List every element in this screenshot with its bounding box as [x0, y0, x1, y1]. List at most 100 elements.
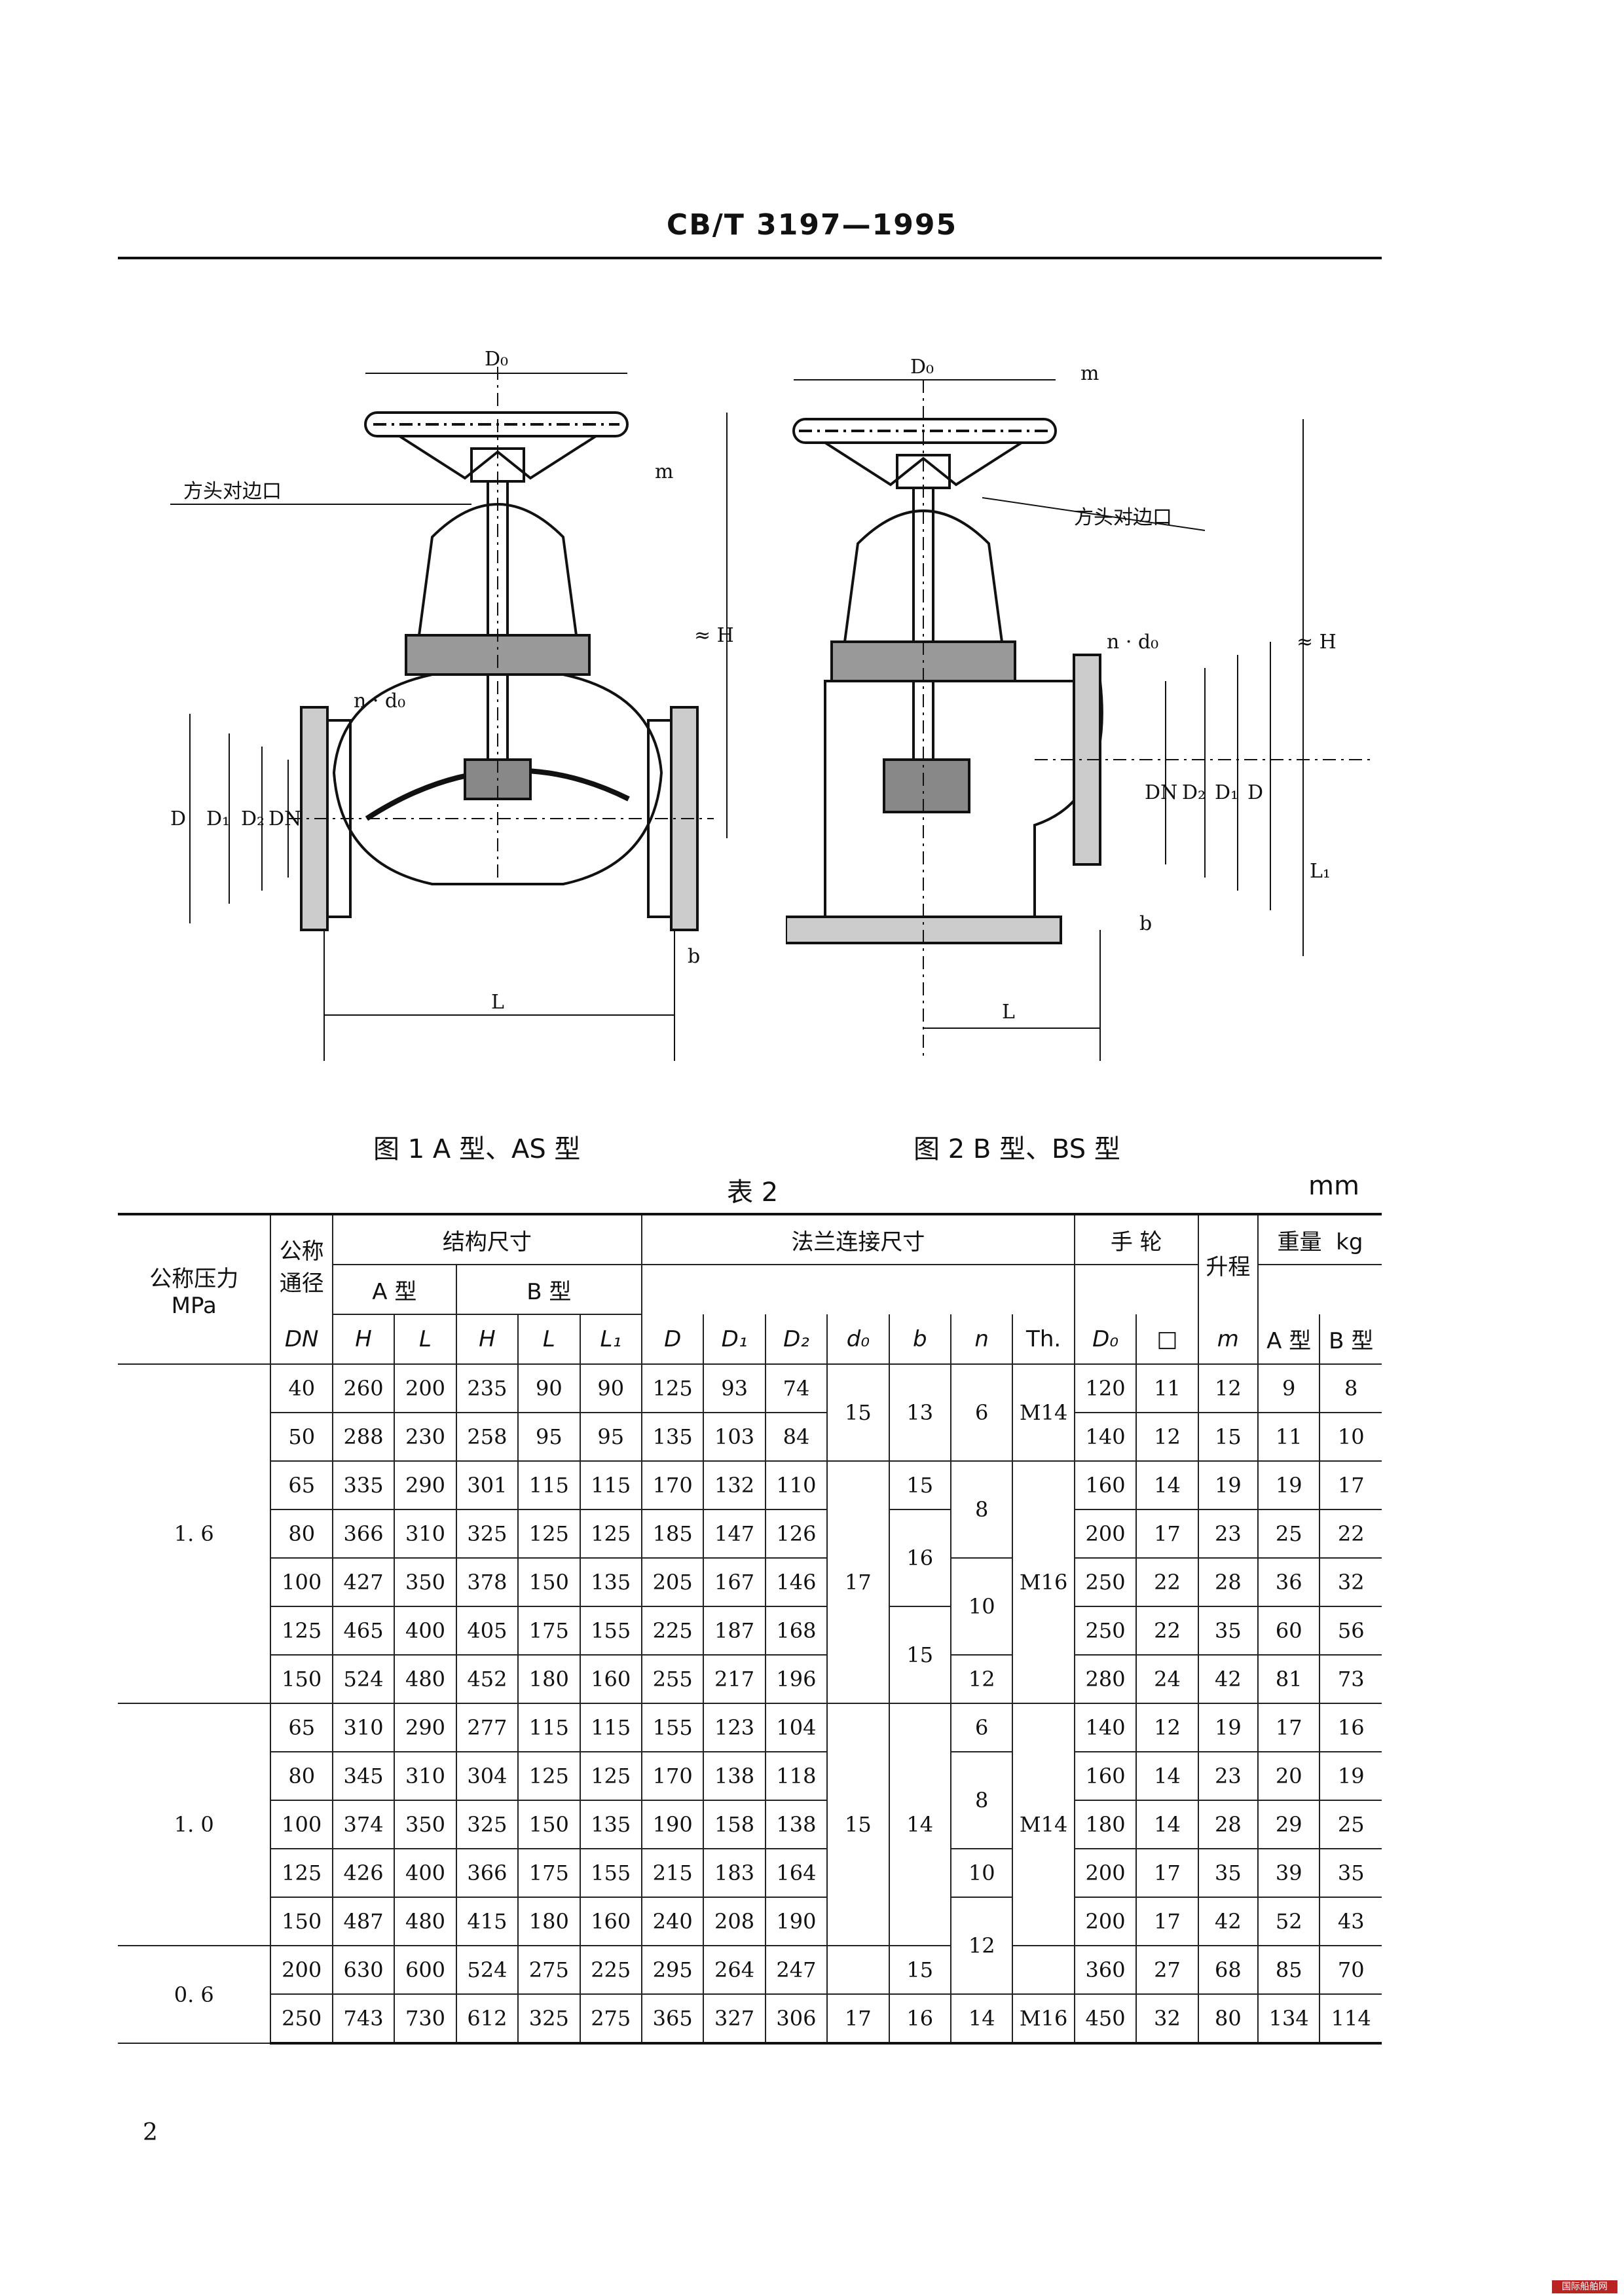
table-cell: 12	[1135, 1412, 1199, 1462]
table-cell: 250	[1073, 1606, 1137, 1656]
col-wheel-square: □	[1135, 1314, 1199, 1365]
table-cell: 14	[1135, 1460, 1199, 1510]
table-cell: 8	[1319, 1363, 1382, 1413]
table-cell: 180	[517, 1897, 581, 1946]
table-cell	[1012, 1946, 1075, 1995]
table-cell: 22	[1135, 1557, 1199, 1607]
table-cell: 16	[1319, 1703, 1382, 1752]
table-cell: 32	[1319, 1557, 1382, 1607]
table-cell: 200	[1073, 1897, 1137, 1946]
table-cell: 10	[1319, 1412, 1382, 1462]
table-cell: 12	[950, 1897, 1014, 1995]
table-cell: 187	[703, 1606, 766, 1656]
table-cell: 25	[1257, 1509, 1321, 1559]
table-cell: 120	[1073, 1363, 1137, 1413]
table-cell: 465	[331, 1606, 396, 1656]
table-cell: 114	[1319, 1993, 1382, 2045]
table-cell	[826, 1946, 890, 1995]
fig2-D-label: D	[1247, 781, 1263, 804]
table-cell	[1073, 1264, 1199, 1314]
flange-header: 法兰连接尺寸	[640, 1213, 1075, 1265]
header-rule	[118, 257, 1382, 259]
table-cell: 90	[517, 1363, 581, 1413]
table-cell: 275	[579, 1993, 642, 2045]
table-cell: 19	[1197, 1703, 1259, 1752]
table-cell: 200	[1073, 1848, 1137, 1898]
table-cell: 80	[270, 1751, 333, 1801]
table-cell: 14	[950, 1993, 1014, 2045]
table-cell: 200	[394, 1363, 457, 1413]
figure-1-caption: 图 1 A 型、AS 型	[373, 1134, 581, 1164]
table-cell: 93	[703, 1363, 766, 1413]
col-D2: D₂	[764, 1314, 828, 1365]
table-cell: 19	[1257, 1460, 1321, 1510]
fig1-H-label: ≈ H	[694, 624, 734, 647]
table-cell: 65	[270, 1703, 333, 1752]
fig2-nd-label: n · d₀	[1107, 631, 1158, 654]
table-cell: 301	[455, 1460, 519, 1510]
table-cell: 225	[640, 1606, 705, 1656]
fig1-D-label: D	[170, 807, 186, 830]
table-cell: 17	[1135, 1848, 1199, 1898]
table-cell: 135	[579, 1800, 642, 1849]
table-cell: 146	[764, 1557, 828, 1607]
table-cell: 185	[640, 1509, 705, 1559]
col-D1: D₁	[703, 1314, 766, 1365]
table-cell: 40	[270, 1363, 333, 1413]
fig2-L-label: L	[1002, 1001, 1015, 1024]
table-cell: 14	[1135, 1751, 1199, 1801]
table-cell: 84	[764, 1412, 828, 1462]
col-th: Th.	[1012, 1314, 1075, 1365]
table-cell: 366	[455, 1848, 519, 1898]
table-cell: 280	[1073, 1654, 1137, 1704]
table-cell: 10	[950, 1848, 1014, 1898]
table-cell: 160	[579, 1897, 642, 1946]
table-cell: 95	[517, 1412, 581, 1462]
col-d0: d₀	[826, 1314, 890, 1365]
table-cell: 23	[1197, 1509, 1259, 1559]
table-cell: 29	[1257, 1800, 1321, 1849]
table-cell: 20	[1257, 1751, 1321, 1801]
table-cell: 310	[394, 1751, 457, 1801]
table-cell: 100	[270, 1800, 333, 1849]
fig1-D2-label: D₂	[241, 807, 265, 830]
table-cell: 196	[764, 1654, 828, 1704]
table-cell: 350	[394, 1557, 457, 1607]
col-D: D	[640, 1314, 705, 1365]
table-cell: 11	[1135, 1363, 1199, 1413]
table-cell: 366	[331, 1509, 396, 1559]
table-cell: 17	[1319, 1460, 1382, 1510]
table-cell	[1257, 1264, 1382, 1314]
struct-header: 结构尺寸	[331, 1213, 642, 1265]
table-cell: 524	[331, 1654, 396, 1704]
table-cell: 208	[703, 1897, 766, 1946]
table-cell: 258	[455, 1412, 519, 1462]
table-cell: 160	[1073, 1751, 1137, 1801]
table-cell: 85	[1257, 1945, 1321, 1995]
table-cell: 110	[764, 1460, 828, 1510]
table-cell: 327	[703, 1993, 766, 2045]
table-cell: 68	[1197, 1945, 1259, 1995]
table-cell: 360	[1073, 1945, 1137, 1995]
table-cell: 15	[826, 1363, 890, 1462]
table-cell: 158	[703, 1800, 766, 1849]
fig2-D2-label: D₂	[1182, 781, 1206, 804]
table-cell: 15	[1197, 1412, 1259, 1462]
fig1-DN-label: DN	[268, 807, 301, 830]
table-cell: 70	[1319, 1945, 1382, 1995]
table-cell: 14	[1135, 1800, 1199, 1849]
table-cell: 415	[455, 1897, 519, 1946]
dn-header: 公称通径	[270, 1213, 333, 1314]
table-cell: 135	[640, 1412, 705, 1462]
table-cell: 8	[950, 1460, 1014, 1559]
fig1-D1-label: D₁	[206, 807, 230, 830]
table-cell: 15	[826, 1703, 890, 1946]
